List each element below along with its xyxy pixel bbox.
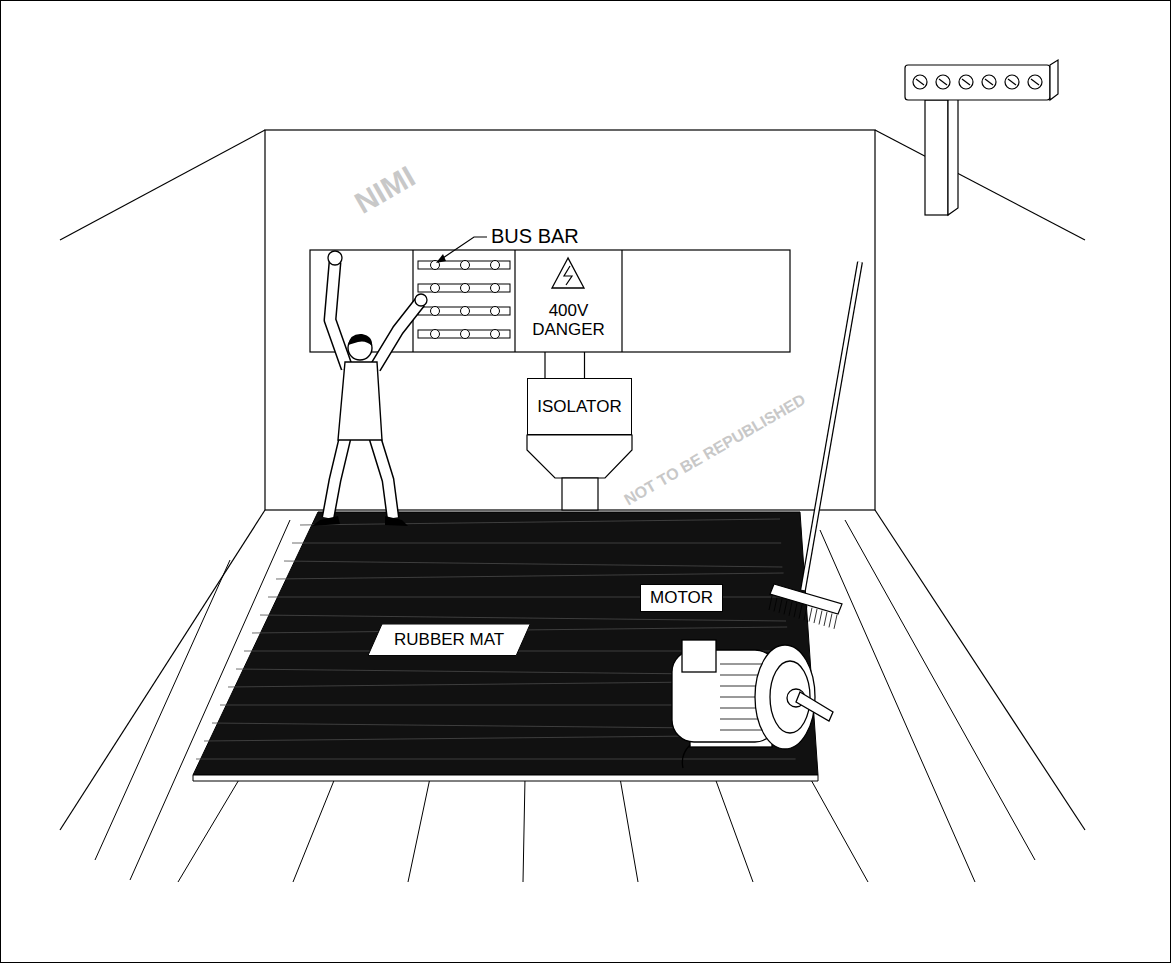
bus-bar bbox=[418, 261, 510, 339]
person bbox=[312, 251, 427, 526]
room-walls bbox=[60, 130, 1085, 830]
broom bbox=[769, 262, 860, 629]
motor-label: MOTOR bbox=[640, 584, 723, 612]
danger-symbol bbox=[552, 258, 584, 288]
connector bbox=[584, 352, 585, 378]
switch-panel bbox=[310, 250, 790, 352]
part-label: BUS BAR bbox=[491, 225, 579, 248]
node-text: ISOLATOR bbox=[537, 397, 621, 417]
danger-panel: 400V DANGER bbox=[515, 250, 622, 352]
mat-label: RUBBER MAT bbox=[368, 624, 530, 656]
node-text: 400V DANGER bbox=[523, 301, 615, 340]
terminal-strip bbox=[905, 60, 1058, 215]
node-text: MOTOR bbox=[650, 588, 713, 608]
leader-line bbox=[436, 237, 487, 263]
node-text: RUBBER MAT bbox=[394, 630, 504, 650]
isolator-box: ISOLATOR bbox=[527, 378, 632, 435]
rubber-mat bbox=[193, 512, 818, 781]
motor-drawing bbox=[672, 640, 833, 768]
isolator-body bbox=[527, 352, 632, 510]
